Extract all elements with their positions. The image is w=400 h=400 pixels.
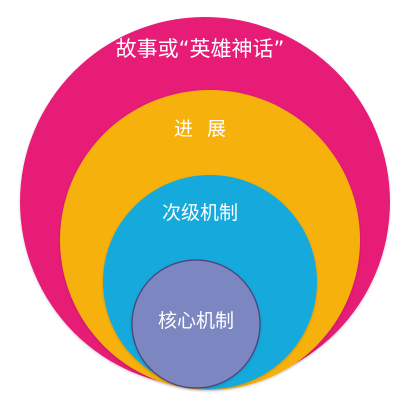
outer-layer-label: 故事或“英雄神话” [115,37,285,61]
core-layer-label: 核心机制 [157,310,234,332]
second-layer-label: 进展 [173,118,240,140]
core-layer-circle [131,259,261,389]
third-layer-label: 次级机制 [161,202,238,224]
